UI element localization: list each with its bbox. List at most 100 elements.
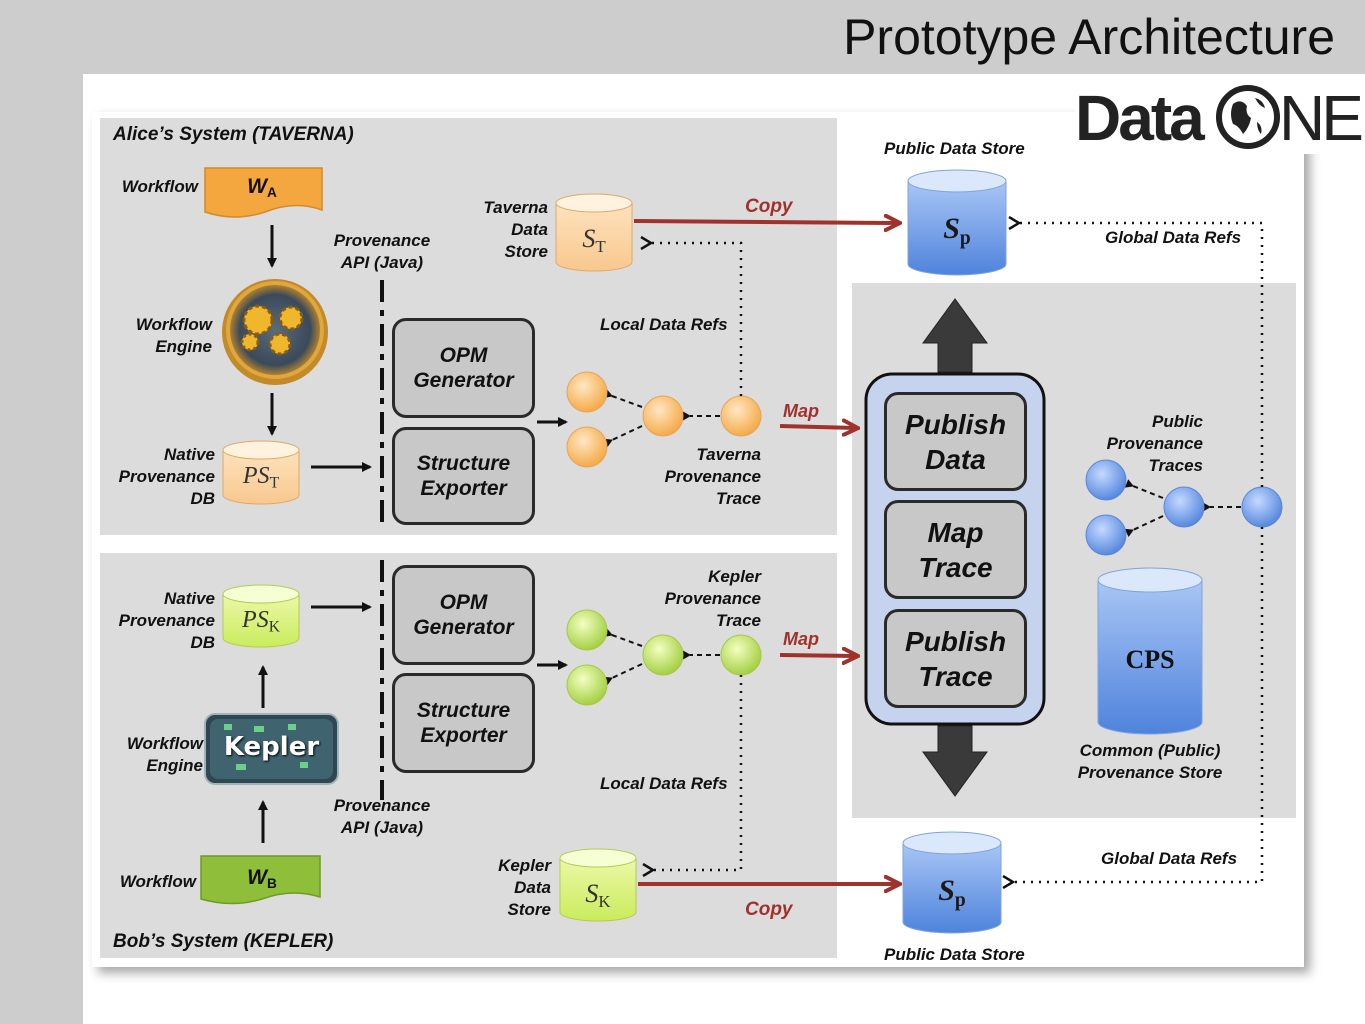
bob-local-data-refs-link	[652, 675, 743, 870]
var: S	[582, 224, 596, 253]
line: Engine	[155, 337, 212, 356]
cps-description: Common (Public)Provenance Store	[1060, 740, 1240, 784]
line: Native	[163, 445, 215, 464]
var: S	[938, 874, 955, 907]
line: Engine	[146, 756, 203, 775]
line: Kepler	[498, 856, 551, 875]
publish-down-arrow	[922, 725, 988, 797]
line: Data	[514, 878, 551, 897]
line: Native	[163, 589, 215, 608]
copy-label-bottom: Copy	[745, 899, 793, 920]
bob-workflow-doc-label: WB	[222, 867, 302, 895]
taverna-store-var: ST	[556, 224, 632, 257]
line: Provenance	[1106, 434, 1203, 453]
wa-var: W	[247, 175, 267, 198]
line: Structure	[416, 699, 511, 722]
globe-icon	[1216, 85, 1280, 149]
taverna-trace-graph	[566, 371, 762, 468]
line: Store	[507, 900, 551, 919]
slide-title: Prototype Architecture	[843, 9, 1335, 65]
var: S	[943, 212, 960, 245]
line: Traces	[1148, 456, 1203, 475]
var: S	[585, 879, 599, 908]
alice-prov-db-var: PST	[223, 463, 299, 493]
line: Data	[511, 220, 548, 239]
line: Workflow	[135, 315, 212, 334]
bob-system-title: Bob’s System (KEPLER)	[113, 931, 334, 952]
public-store-top-var: Sp	[908, 212, 1006, 250]
bob-native-prov-db-cylinder	[222, 584, 300, 648]
line: Taverna	[483, 198, 548, 217]
sub: K	[268, 618, 280, 636]
line: Store	[504, 242, 548, 261]
line: API (Java)	[340, 818, 424, 837]
cps-cylinder	[1097, 567, 1203, 735]
public-data-store-top-cylinder	[907, 169, 1007, 276]
line: Structure	[416, 452, 511, 475]
sub: T	[269, 474, 280, 492]
copy-label-top: Copy	[745, 196, 793, 217]
public-store-bottom-label: Public Data Store	[884, 945, 1025, 964]
line: Publish	[904, 408, 1007, 440]
map-arrow-bottom	[779, 655, 856, 656]
map-label-top: Map	[783, 401, 819, 421]
line: Kepler	[708, 567, 761, 586]
line: Provenance	[118, 611, 215, 630]
alice-workflow-doc-label: WA	[222, 176, 302, 204]
public-data-store-bottom-cylinder	[902, 831, 1002, 934]
global-refs-top-label: Global Data Refs	[1105, 228, 1242, 247]
line: Map	[927, 516, 984, 548]
line: API (Java)	[340, 253, 424, 272]
sub: K	[598, 892, 611, 912]
line: Generator	[413, 616, 514, 639]
kepler-data-store-cylinder	[559, 848, 637, 922]
wb-var: W	[247, 866, 267, 889]
alice-local-refs-label: Local Data Refs	[600, 315, 728, 334]
line: Data	[925, 443, 986, 475]
taverna-data-store-cylinder	[555, 193, 633, 272]
kepler-logo-text: Kepler	[223, 732, 320, 762]
line: Public	[1151, 412, 1203, 431]
line: Provenance	[333, 231, 431, 250]
line: Provenance	[664, 467, 761, 486]
line: Exporter	[420, 477, 507, 500]
global-data-refs-bottom-link	[1012, 527, 1264, 882]
line: OPM	[439, 344, 488, 367]
publish-up-arrow	[922, 298, 988, 373]
line: Trace	[715, 489, 761, 508]
sub: p	[959, 227, 971, 249]
alice-native-prov-db-cylinder	[222, 440, 300, 505]
public-store-top-label: Public Data Store	[884, 139, 1025, 158]
line: Provenance	[664, 589, 761, 608]
bob-local-refs-label: Local Data Refs	[600, 774, 728, 793]
wa-sub: A	[266, 185, 277, 201]
bob-prov-db-var: PSK	[223, 607, 299, 637]
line: Workflow	[126, 734, 203, 753]
kepler-trace-graph	[566, 609, 762, 706]
copy-arrow-top	[633, 221, 898, 223]
workflow-engine-gear-icon	[222, 279, 328, 385]
kepler-logo-icon	[204, 713, 339, 785]
line: Provenance Store	[1077, 763, 1223, 782]
line: Generator	[413, 369, 514, 392]
line: Trace	[715, 611, 761, 630]
logo-word-ne: NE	[1279, 82, 1364, 154]
alice-workflow-label: Workflow	[121, 177, 198, 196]
line: Trace	[918, 551, 993, 583]
public-traces-graph	[1085, 459, 1283, 556]
line: Exporter	[420, 724, 507, 747]
alice-system-title: Alice’s System (TAVERNA)	[113, 124, 354, 145]
wb-sub: B	[266, 876, 277, 892]
line: Trace	[918, 660, 993, 692]
line: Publish	[904, 625, 1007, 657]
